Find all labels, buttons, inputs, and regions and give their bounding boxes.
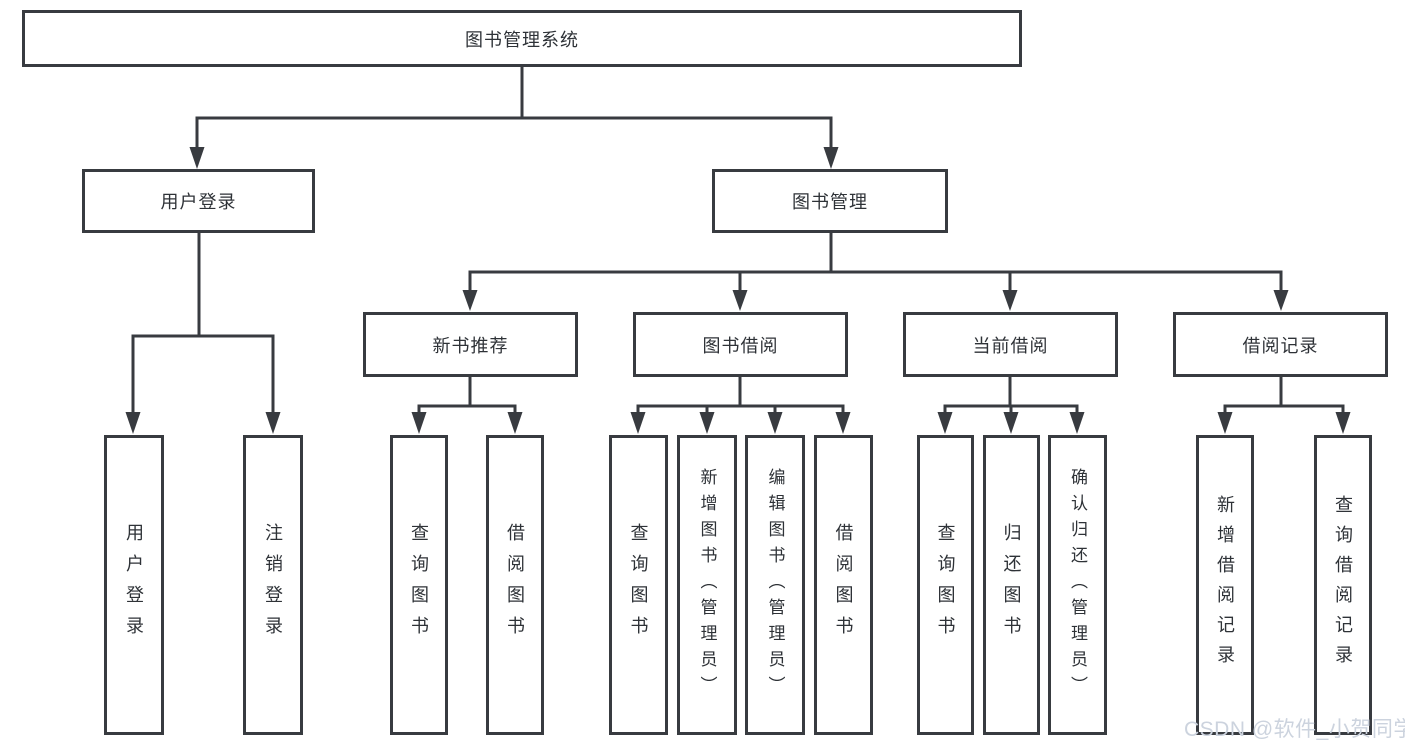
leaf-return-books: 归还图书	[983, 435, 1040, 735]
node-label: 查询图书	[935, 523, 956, 647]
node-label: 归还图书	[1001, 523, 1022, 647]
node-label: 新增借阅记录	[1215, 495, 1235, 675]
node-label: 借阅图书	[833, 523, 854, 647]
leaf-logout: 注销登录	[243, 435, 303, 735]
node-label: 用户登录	[124, 523, 144, 647]
node-label: 查询图书	[409, 523, 429, 647]
leaf-borrow-books: 借阅图书	[814, 435, 873, 735]
node-label: 借阅图书	[505, 523, 525, 647]
node-borrowing-records: 借阅记录	[1173, 312, 1388, 377]
node-label: 确认归还（管理员）	[1068, 468, 1087, 702]
leaf-add-borrow-record: 新增借阅记录	[1196, 435, 1254, 735]
node-book-management: 图书管理	[712, 169, 948, 233]
node-user-login: 用户登录	[82, 169, 315, 233]
node-library-system: 图书管理系统	[22, 10, 1022, 67]
node-new-book-recommendation: 新书推荐	[363, 312, 578, 377]
leaf-query-books: 查询图书	[609, 435, 668, 735]
node-label: 借阅记录	[1242, 335, 1319, 356]
leaf-edit-books-admin: 编辑图书（管理员）	[745, 435, 805, 735]
leaf-borrow-books: 借阅图书	[486, 435, 544, 735]
leaf-query-borrow-record: 查询借阅记录	[1314, 435, 1372, 735]
csdn-watermark: CSDN @软件_小贺同学	[1184, 718, 1405, 741]
node-label: 图书借阅	[702, 335, 779, 356]
node-label: 编辑图书（管理员）	[765, 468, 785, 702]
node-label: 当前借阅	[972, 335, 1049, 356]
node-label: 新书推荐	[432, 335, 509, 356]
leaf-query-books: 查询图书	[917, 435, 974, 735]
leaf-query-books: 查询图书	[390, 435, 448, 735]
node-label: 图书管理	[792, 192, 868, 212]
node-label: 用户登录	[160, 192, 237, 212]
leaf-confirm-return-admin: 确认归还（管理员）	[1048, 435, 1107, 735]
node-label: 新增图书（管理员）	[697, 468, 717, 702]
node-book-borrowing: 图书借阅	[633, 312, 848, 377]
leaf-add-books-admin: 新增图书（管理员）	[677, 435, 737, 735]
node-label: 查询借阅记录	[1333, 495, 1353, 675]
node-label: 注销登录	[263, 523, 283, 647]
node-label: 图书管理系统	[465, 29, 579, 50]
node-label: 查询图书	[628, 523, 649, 647]
leaf-user-login: 用户登录	[104, 435, 164, 735]
arrowheads	[125, 147, 1351, 434]
node-current-borrowing: 当前借阅	[903, 312, 1118, 377]
